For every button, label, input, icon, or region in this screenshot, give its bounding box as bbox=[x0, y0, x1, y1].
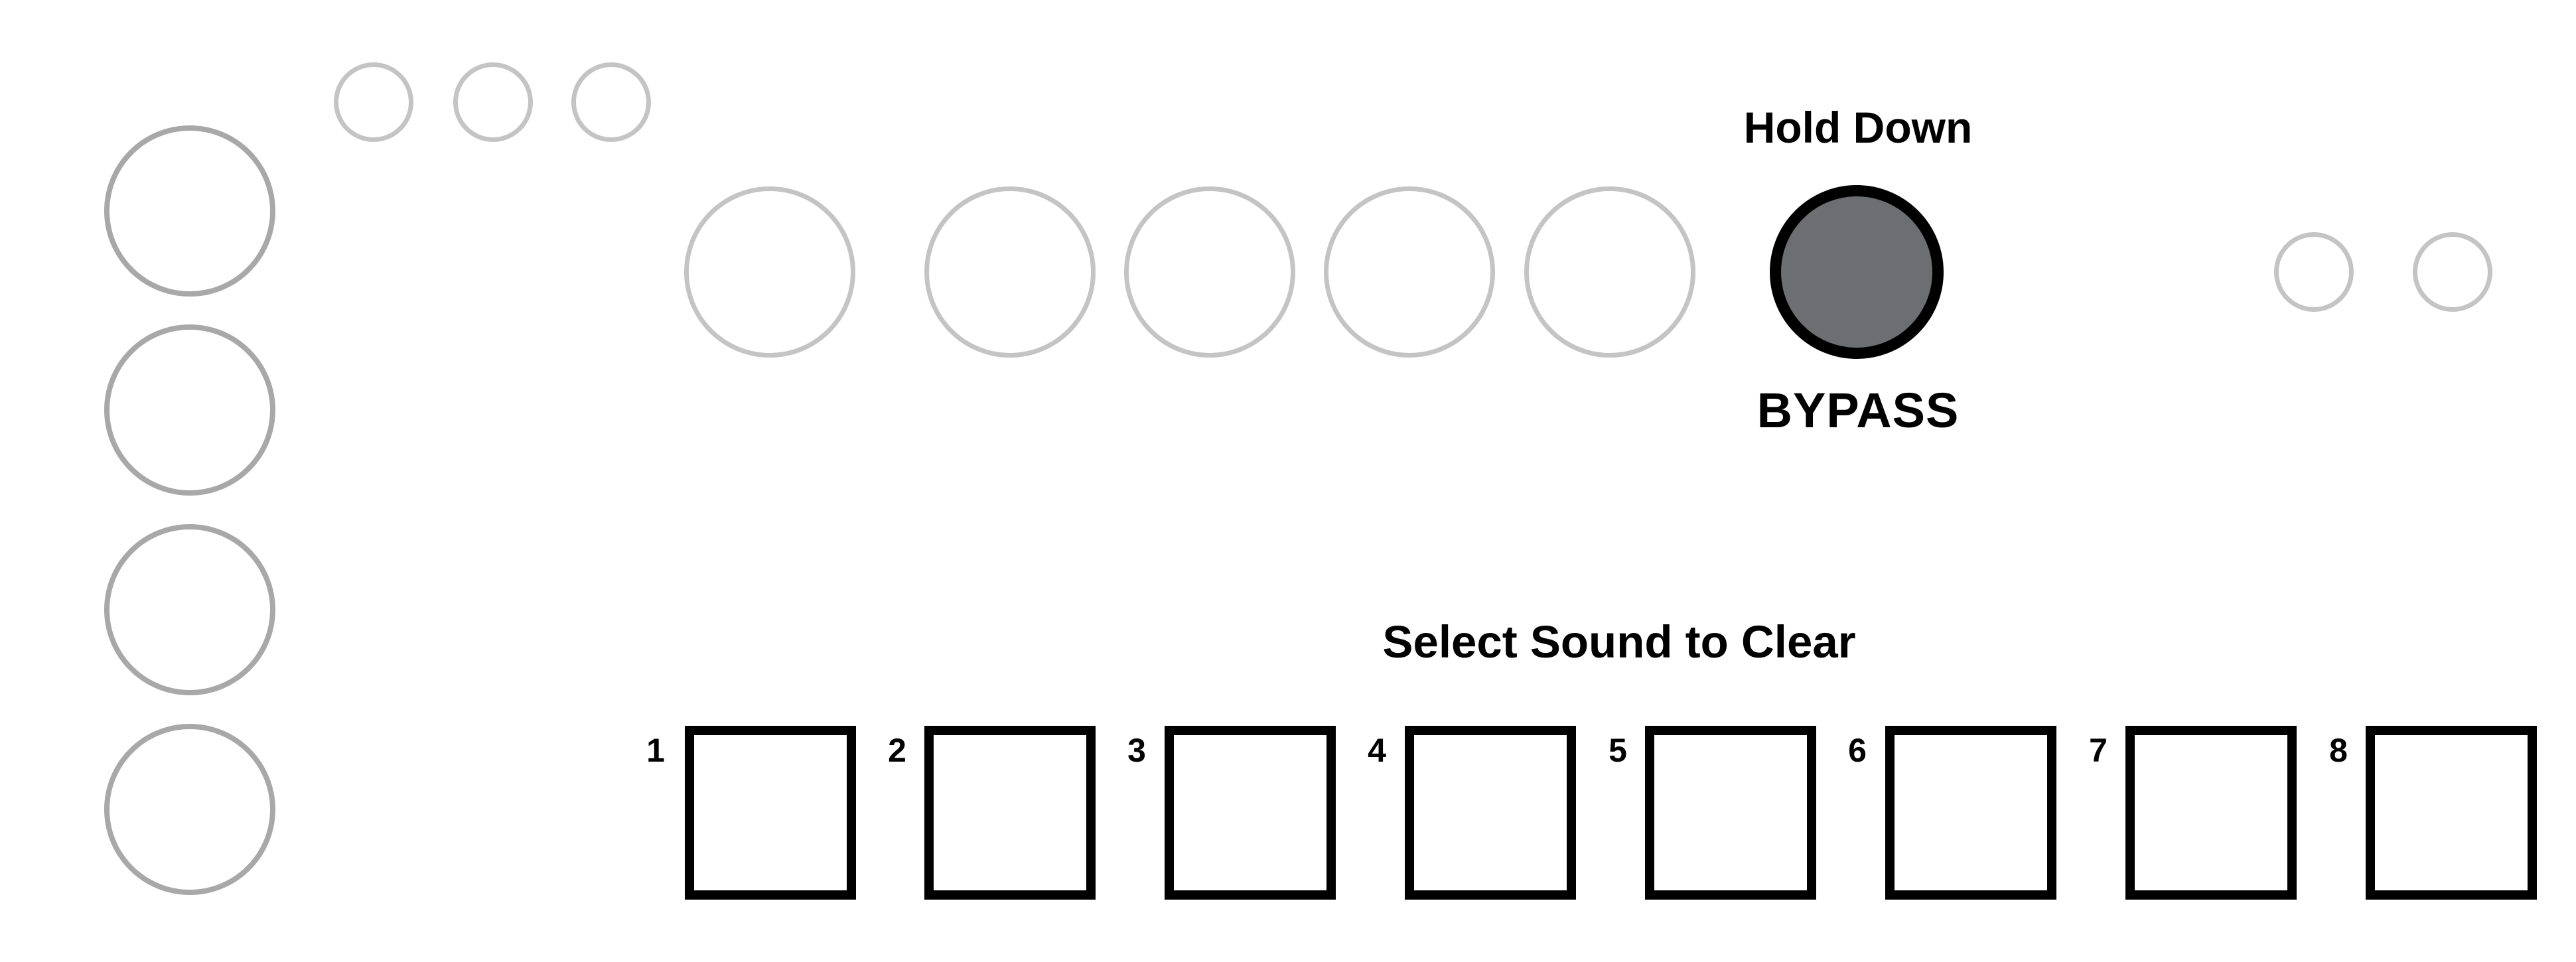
sound-pad-3[interactable] bbox=[1165, 726, 1336, 900]
pad-number-2: 2 bbox=[888, 732, 906, 769]
sound-pad-4[interactable] bbox=[1405, 726, 1576, 900]
left-ring-4[interactable] bbox=[104, 724, 275, 895]
small-ring-2[interactable] bbox=[453, 62, 533, 142]
top-ring-2[interactable] bbox=[924, 186, 1096, 358]
sound-pad-2[interactable] bbox=[924, 726, 1096, 900]
pad-number-1: 1 bbox=[646, 732, 665, 769]
left-ring-1[interactable] bbox=[104, 125, 275, 297]
top-ring-5[interactable] bbox=[1524, 186, 1695, 358]
select-sound-to-clear-title: Select Sound to Clear bbox=[1382, 616, 1856, 667]
top-ring-3[interactable] bbox=[1124, 186, 1295, 358]
top-ring-4[interactable] bbox=[1324, 186, 1495, 358]
pad-number-3: 3 bbox=[1127, 732, 1146, 769]
pad-number-6: 6 bbox=[1848, 732, 1867, 769]
left-ring-3[interactable] bbox=[104, 524, 275, 695]
right-small-ring-1[interactable] bbox=[2274, 232, 2354, 312]
small-ring-3[interactable] bbox=[571, 62, 651, 142]
sound-pad-6[interactable] bbox=[1885, 726, 2056, 900]
bypass-label: BYPASS bbox=[1756, 383, 1960, 438]
sound-pad-8[interactable] bbox=[2366, 726, 2537, 900]
hold-down-label: Hold Down bbox=[1743, 103, 1973, 152]
pad-number-5: 5 bbox=[1609, 732, 1627, 769]
pad-number-7: 7 bbox=[2089, 732, 2108, 769]
right-small-ring-2[interactable] bbox=[2413, 232, 2492, 312]
sound-pad-5[interactable] bbox=[1645, 726, 1816, 900]
sound-pad-7[interactable] bbox=[2125, 726, 2297, 900]
top-ring-1[interactable] bbox=[684, 186, 855, 358]
small-ring-1[interactable] bbox=[334, 62, 413, 142]
left-ring-2[interactable] bbox=[104, 324, 275, 496]
sound-pad-1[interactable] bbox=[685, 726, 856, 900]
bypass-button[interactable] bbox=[1770, 185, 1944, 359]
pad-number-4: 4 bbox=[1368, 732, 1386, 769]
pad-number-8: 8 bbox=[2329, 732, 2348, 769]
